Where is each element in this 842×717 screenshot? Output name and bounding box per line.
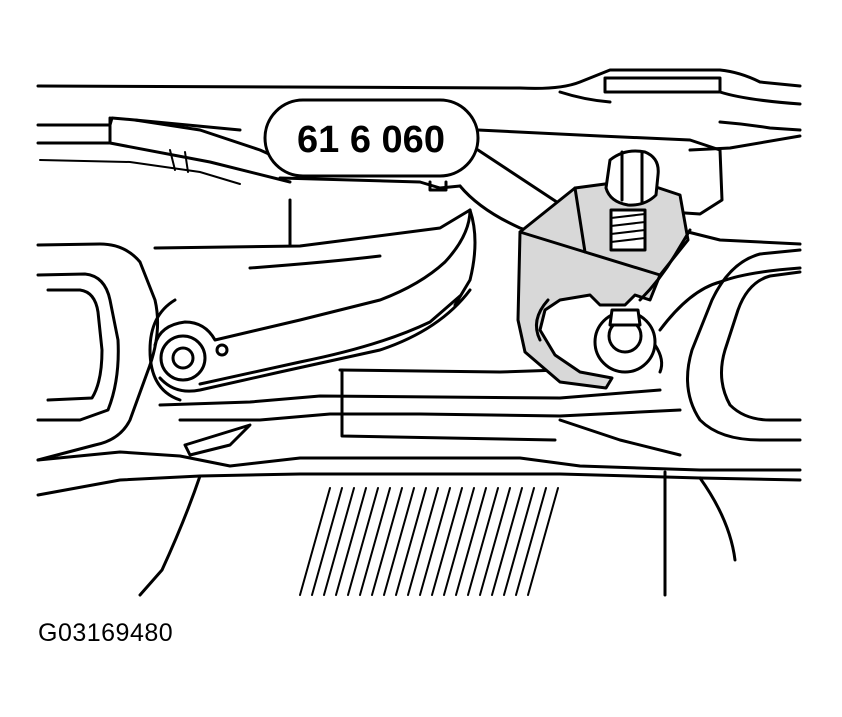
wiper-blade-strip bbox=[36, 116, 302, 185]
puller-bolt bbox=[604, 149, 660, 252]
linkage-frame bbox=[278, 128, 724, 242]
cross-member bbox=[36, 198, 802, 472]
cowl-panel bbox=[36, 68, 802, 152]
wiper-crank-arm bbox=[148, 208, 472, 402]
tool-number-label: 61 6 060 bbox=[297, 119, 445, 161]
vent-slats bbox=[299, 487, 559, 596]
lower-panel bbox=[36, 470, 802, 597]
ball-joint bbox=[593, 228, 692, 374]
tool-callout: 61 6 060 bbox=[263, 98, 577, 216]
left-opening bbox=[36, 242, 160, 462]
right-opening bbox=[658, 228, 802, 442]
figure-id-label: G03169480 bbox=[38, 619, 174, 647]
